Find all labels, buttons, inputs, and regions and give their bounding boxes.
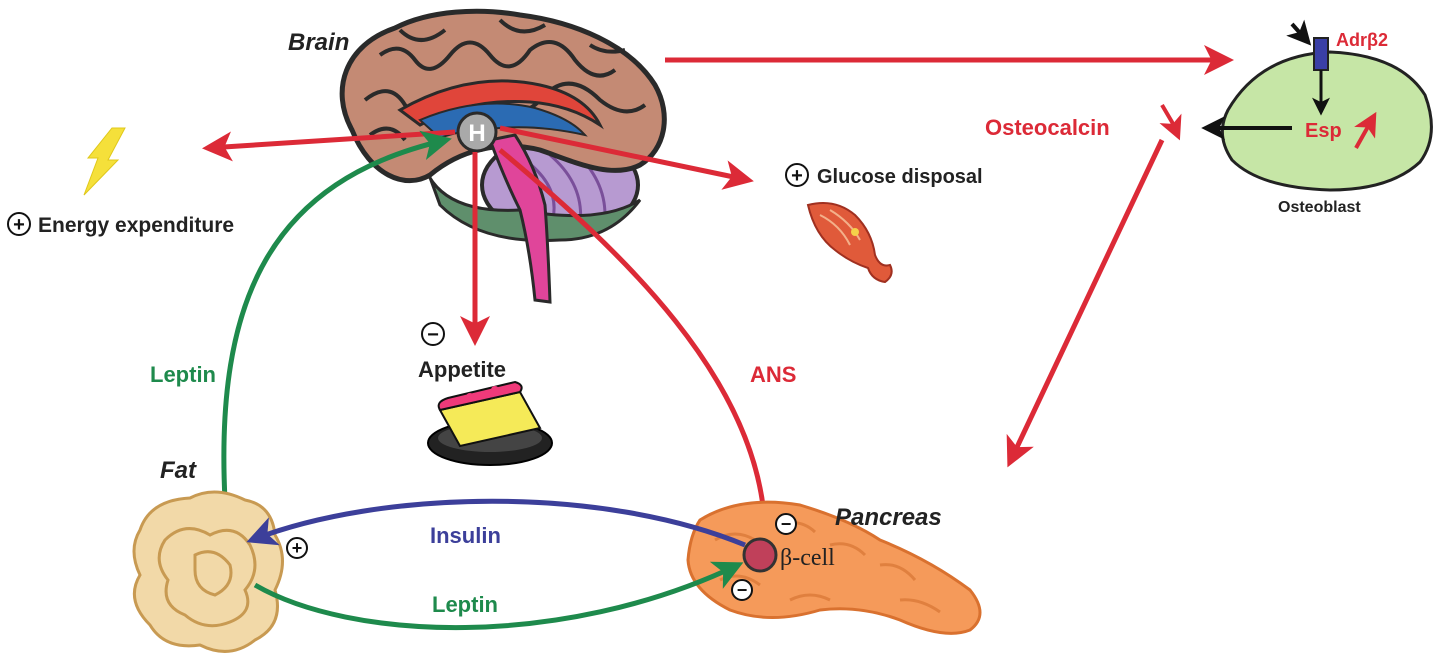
- ans-label: ANS: [750, 362, 796, 387]
- osteoblast-illustration: [1201, 19, 1433, 192]
- esp-label: Esp: [1305, 120, 1342, 142]
- minus-sign-pancreas-top: [775, 513, 797, 535]
- minus-sign-appetite-glyph: −: [427, 324, 439, 346]
- brain-label: Brain: [288, 29, 349, 56]
- glucose-disposal-label: Glucose disposal: [817, 166, 983, 188]
- arrow-brain-to-pancreas-ans: [498, 148, 780, 536]
- lightning-bolt-icon: [83, 127, 126, 196]
- arrow-brain-to-energy: [202, 129, 456, 162]
- arrow-fat-to-brain-leptin: [221, 130, 452, 501]
- plus-sign-glucose-glyph: +: [791, 165, 803, 187]
- plus-sign-fat-glyph: +: [292, 538, 303, 558]
- fat-illustration: [132, 490, 284, 653]
- osteoblast-label: Osteoblast: [1278, 199, 1361, 216]
- osteocalcin-label: Osteocalcin: [985, 115, 1110, 140]
- pancreas-illustration: [686, 500, 982, 635]
- cake-illustration: [427, 380, 553, 466]
- plus-sign-glucose: [785, 163, 809, 187]
- minus-sign-appetite: [421, 322, 445, 346]
- minus-sign-pancreas-top-glyph: −: [781, 514, 792, 534]
- pancreas-label: Pancreas: [835, 504, 942, 531]
- esp-up-arrow: [1354, 111, 1377, 149]
- leptin-fat-to-pancreas-label: Leptin: [432, 592, 498, 617]
- plus-sign-fat: [286, 537, 308, 559]
- insulin-label: Insulin: [430, 523, 501, 548]
- arrow-brain-to-glucose: [499, 125, 754, 190]
- arrow-osteocalcin-to-pancreas: [1006, 138, 1165, 468]
- hypothalamus-node: [456, 111, 498, 153]
- energy-expenditure-label: Energy expenditure: [38, 214, 234, 237]
- arrow-into-receptor: [1286, 19, 1312, 46]
- arrow-pancreas-to-fat-insulin: [246, 498, 746, 548]
- adrb2-label: Adrβ2: [1336, 30, 1388, 50]
- appetite-label: Appetite: [418, 357, 506, 382]
- hypothalamus-label: H: [468, 120, 485, 147]
- fat-label: Fat: [160, 457, 197, 484]
- plus-sign-energy-glyph: +: [13, 214, 25, 236]
- arrow-fat-to-pancreas-leptin: [253, 561, 744, 631]
- muscle-illustration: [806, 202, 893, 284]
- minus-sign-pancreas-bottom-glyph: −: [737, 580, 748, 600]
- beta-cell-shape: [742, 537, 778, 573]
- beta-cell-label: β-cell: [780, 545, 835, 571]
- osteocalcin-down-arrow: [1159, 103, 1182, 141]
- plus-sign-energy: [7, 212, 31, 236]
- leptin-fat-to-brain-label: Leptin: [150, 362, 216, 387]
- adrb2-receptor-shape: [1313, 37, 1329, 71]
